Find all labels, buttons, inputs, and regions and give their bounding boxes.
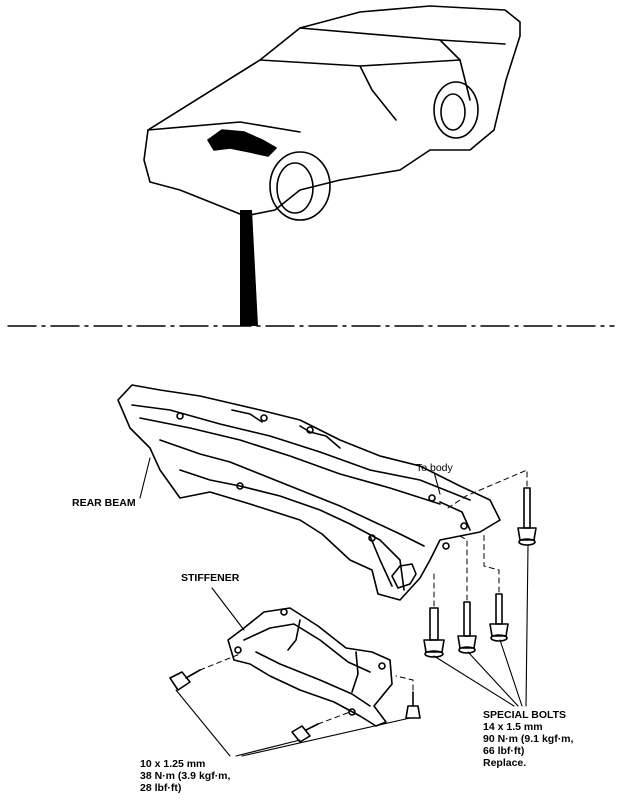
car-front-wheel [433,81,479,139]
special-bolt-2 [423,607,445,658]
car-rear-wheel [269,151,331,221]
special-bolts-torque-line-1: 90 N·m (9.1 kgf·m, [483,733,574,745]
small-bolt-middle [291,723,319,743]
small-bolts-size: 10 x 1.25 mm [140,758,206,770]
special-bolts-label: SPECIAL BOLTS 14 x 1.5 mm 90 N·m (9.1 kg… [483,709,573,769]
small-bolts-torque-line-2: 28 lbf·ft) [140,782,182,794]
small-bolt-right [405,691,421,719]
small-bolts-torque-line-1: 38 N·m (3.9 kgf·m, [140,770,231,782]
rear-beam [117,384,501,601]
leader-lines [139,457,529,757]
special-bolts-note: Replace. [483,757,527,769]
stiffener-label: STIFFENER [181,572,240,584]
to-body-label: To body [416,462,453,474]
rear-beam-location-marker [207,129,277,326]
special-bolts-title: SPECIAL BOLTS [483,709,567,721]
special-bolts-size: 14 x 1.5 mm [483,721,543,733]
special-bolt-1 [517,487,537,546]
rear-beam-label: REAR BEAM [72,497,136,509]
special-bolts-torque-line-2: 66 lbf·ft) [483,745,525,757]
assembly-guide-lines [199,469,528,725]
special-bolt-4 [489,593,509,642]
small-bolt-left [169,669,201,691]
small-bolts-label: 10 x 1.25 mm 38 N·m (3.9 kgf·m, 28 lbf·f… [140,758,230,794]
special-bolt-3 [457,601,477,654]
car-body-outline [143,5,521,217]
stiffener [227,607,393,727]
